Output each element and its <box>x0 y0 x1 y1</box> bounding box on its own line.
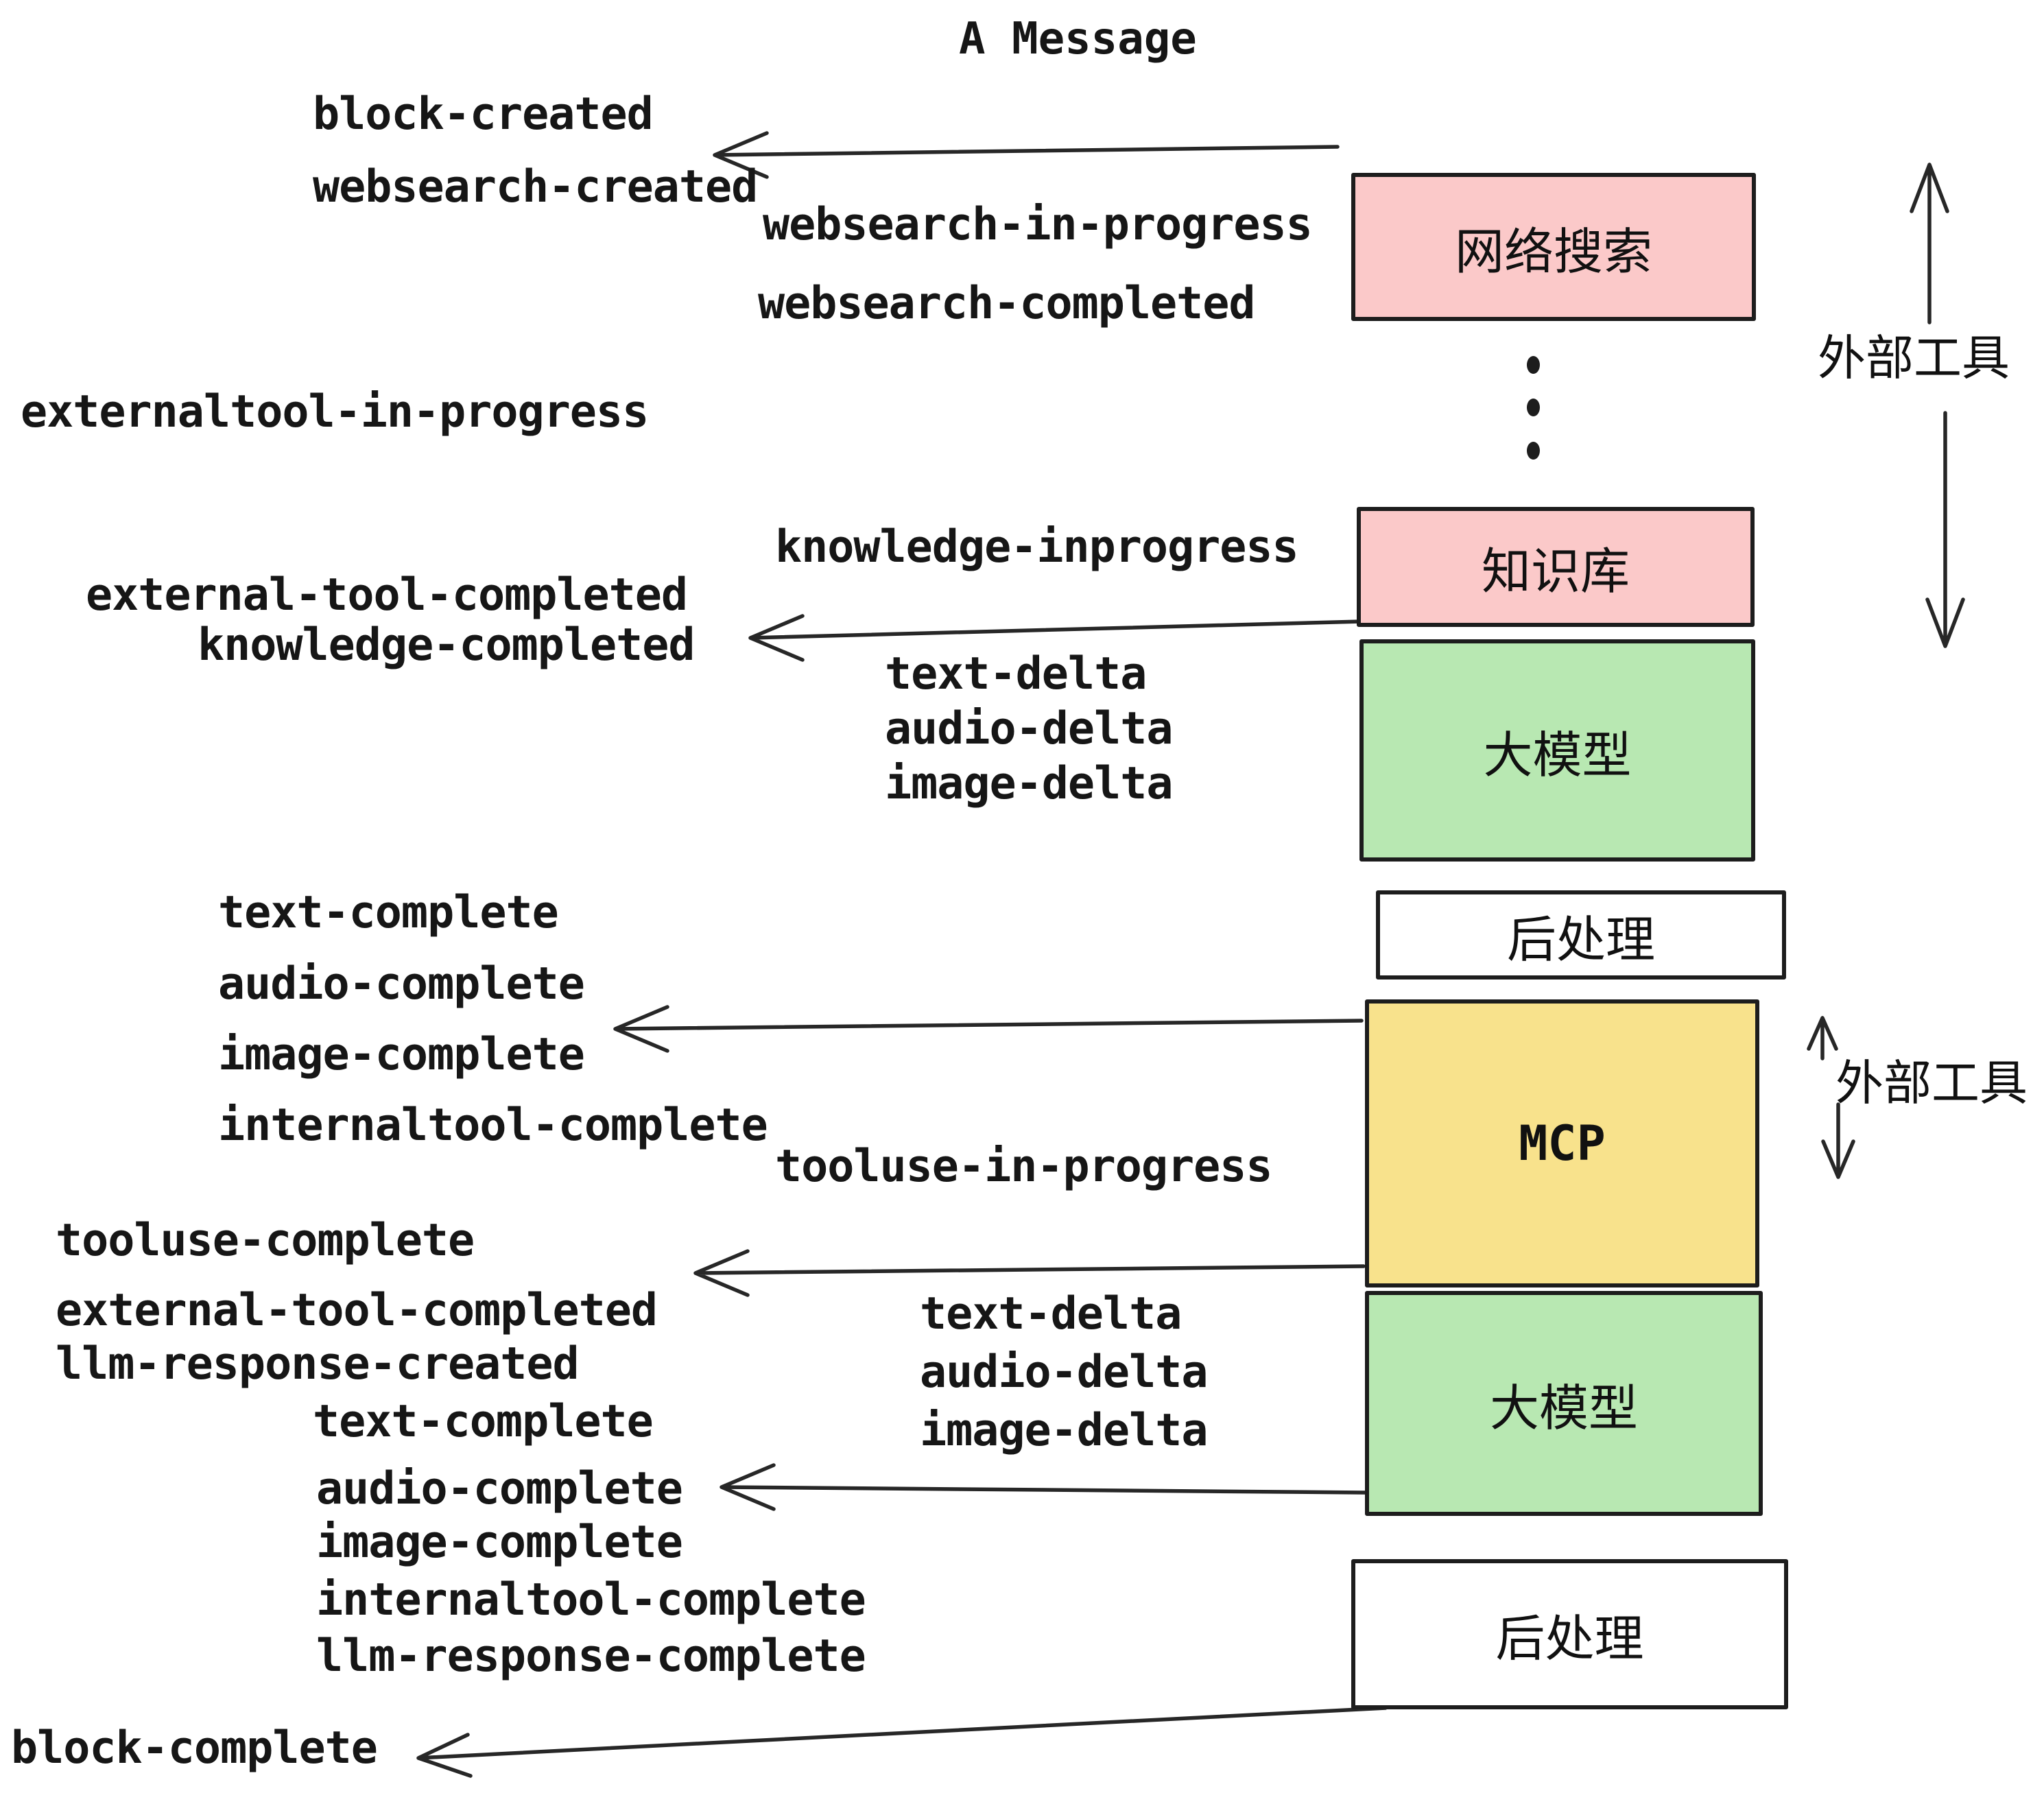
event-label-text-delta: text-delta <box>885 648 1147 700</box>
box-postprocess-2-label: 后处理 <box>1495 1610 1644 1667</box>
event-label-audio-complete-2: audio-complete <box>316 1463 683 1515</box>
event-label-websearch-completed: websearch-completed <box>758 278 1256 329</box>
event-label-block-created: block-created <box>313 88 654 140</box>
arrow-tooluse-complete <box>693 1249 1366 1297</box>
event-label-text-delta-2: text-delta <box>920 1288 1182 1340</box>
event-label-internaltool-complete-2: internaltool-complete <box>316 1574 866 1626</box>
event-label-audio-complete: audio-complete <box>218 958 585 1010</box>
arrow-image-complete <box>613 1005 1364 1053</box>
arrow-audio-complete <box>720 1463 1367 1511</box>
event-label-external-tool-completed-2: external-tool-completed <box>56 1285 658 1336</box>
event-label-image-delta: image-delta <box>885 758 1173 809</box>
box-postprocess-2: 后处理 <box>1351 1559 1788 1709</box>
box-llm-1-label: 大模型 <box>1483 726 1632 784</box>
side-label-external-tools-top: 外部工具 <box>1818 330 2010 386</box>
event-label-llm-response-complete: llm-response-complete <box>316 1630 866 1682</box>
arrow-mcp-external-down <box>1821 1102 1855 1179</box>
page-title: A Message <box>959 14 1197 64</box>
arrow-external-tools-down <box>1925 411 1965 648</box>
box-llm-2: 大模型 <box>1365 1291 1763 1516</box>
box-llm-1: 大模型 <box>1359 639 1755 862</box>
box-postprocess-1: 后处理 <box>1376 890 1786 980</box>
box-websearch: 网络搜索 <box>1351 173 1756 321</box>
event-label-llm-response-created: llm-response-created <box>56 1338 580 1390</box>
box-knowledge-label: 知识库 <box>1481 543 1630 600</box>
arrow-block-complete <box>416 1706 1388 1778</box>
box-mcp-label: MCP <box>1519 1115 1606 1172</box>
event-label-audio-delta-2: audio-delta <box>920 1346 1208 1398</box>
box-postprocess-1-label: 后处理 <box>1506 910 1655 969</box>
event-label-block-complete: block-complete <box>11 1722 378 1774</box>
ellipsis-dot <box>1527 399 1540 416</box>
side-label-external-tools-mid: 外部工具 <box>1835 1055 2028 1111</box>
event-label-knowledge-completed: knowledge-completed <box>198 619 696 671</box>
arrow-knowledge-completed <box>748 614 1364 662</box>
event-label-externaltool-in-progress: externaltool-in-progress <box>21 386 649 438</box>
event-label-knowledge-inprogress: knowledge-inprogress <box>775 521 1299 573</box>
event-label-image-complete-2: image-complete <box>316 1517 683 1568</box>
event-label-websearch-in-progress: websearch-in-progress <box>763 199 1313 250</box>
arrow-external-tools-up <box>1910 163 1949 324</box>
event-label-external-tool-completed: external-tool-completed <box>86 569 688 621</box>
event-label-text-complete: text-complete <box>218 887 559 938</box>
event-label-audio-delta: audio-delta <box>885 703 1173 755</box>
arrow-mcp-external-up <box>1807 1016 1838 1060</box>
ellipsis-dot <box>1527 442 1540 460</box>
event-label-internaltool-complete: internaltool-complete <box>218 1100 768 1151</box>
arrow-websearch-created <box>713 131 1340 179</box>
ellipsis-dot <box>1527 356 1540 374</box>
box-llm-2-label: 大模型 <box>1489 1379 1638 1437</box>
event-label-tooluse-complete: tooluse-complete <box>56 1215 475 1266</box>
box-knowledge: 知识库 <box>1357 507 1755 627</box>
box-mcp: MCP <box>1365 999 1759 1287</box>
event-label-text-complete-2: text-complete <box>313 1396 654 1447</box>
event-label-websearch-created: websearch-created <box>313 161 758 213</box>
event-label-tooluse-in-progress: tooluse-in-progress <box>775 1141 1273 1192</box>
event-label-image-delta-2: image-delta <box>920 1405 1208 1456</box>
box-websearch-label: 网络搜索 <box>1454 222 1652 281</box>
event-label-image-complete: image-complete <box>218 1029 585 1080</box>
